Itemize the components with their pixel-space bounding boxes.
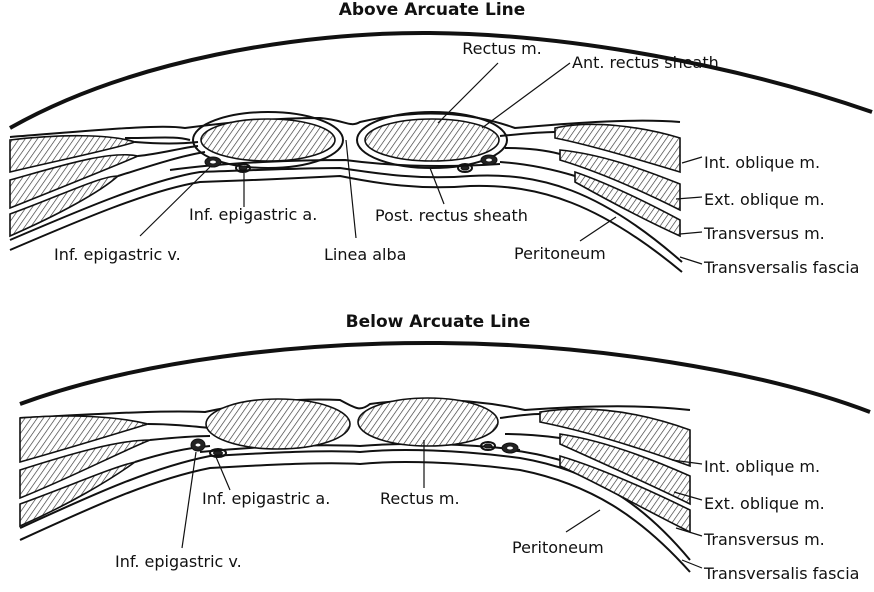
bottom-label-inf-epi-vein: Inf. epigastric v. xyxy=(115,552,242,571)
bottom-right-strand-2 xyxy=(505,434,560,438)
top-inf-epigastric-vein-left xyxy=(205,157,221,167)
top-label-linea-alba: Linea alba xyxy=(324,245,406,264)
top-right-strand-1 xyxy=(500,132,555,136)
top-left-rectus-muscle xyxy=(201,119,335,161)
bottom-inf-epigastric-vein-right xyxy=(502,443,518,453)
bottom-left-strand-1 xyxy=(148,424,210,428)
bottom-label-inf-epi-artery: Inf. epigastric a. xyxy=(202,489,330,508)
top-label-peritoneum: Peritoneum xyxy=(514,244,606,263)
top-leader-ant-sheath xyxy=(482,63,570,128)
bottom-label-transversalis: Transversalis fascia xyxy=(703,564,859,583)
top-anterior-fascia-2 xyxy=(125,138,190,141)
top-leader-transversus xyxy=(680,232,702,234)
top-panel-title: Above Arcuate Line xyxy=(339,0,526,20)
top-label-transversus: Transversus m. xyxy=(703,224,825,243)
bottom-leader-inf-epi-vein xyxy=(182,452,196,548)
bottom-inf-epigastric-vein-left xyxy=(191,439,205,451)
top-label-transversalis: Transversalis fascia xyxy=(703,258,859,277)
top-inf-epigastric-vein-right xyxy=(481,155,497,165)
top-leader-peritoneum xyxy=(580,217,616,241)
top-leader-transversalis xyxy=(680,257,702,264)
top-right-strand-2 xyxy=(505,148,560,154)
bottom-left-rectus-muscle xyxy=(206,399,350,449)
bottom-right-strand-1 xyxy=(500,414,540,418)
bottom-label-peritoneum: Peritoneum xyxy=(512,538,604,557)
bottom-right-rectus-muscle xyxy=(358,398,498,446)
top-label-int-oblique: Int. oblique m. xyxy=(704,153,820,172)
top-leader-linea-alba xyxy=(346,140,356,238)
bottom-label-rectus: Rectus m. xyxy=(380,489,460,508)
top-label-post-sheath: Post. rectus sheath xyxy=(375,206,528,225)
top-label-inf-epi-artery: Inf. epigastric a. xyxy=(189,205,317,224)
bottom-label-int-oblique: Int. oblique m. xyxy=(704,457,820,476)
bottom-leader-peritoneum xyxy=(566,510,600,532)
top-leader-post-sheath xyxy=(430,168,444,204)
top-label-ant-sheath: Ant. rectus sheath xyxy=(572,53,719,72)
top-panel: Above Arcuate Line xyxy=(10,0,872,277)
top-label-ext-oblique: Ext. oblique m. xyxy=(704,190,825,209)
bottom-panel: Below Arcuate Line xyxy=(20,312,870,583)
top-label-inf-epi-vein: Inf. epigastric v. xyxy=(54,245,181,264)
top-label-rectus: Rectus m. xyxy=(462,39,542,58)
bottom-panel-title: Below Arcuate Line xyxy=(346,312,531,332)
bottom-label-transversus: Transversus m. xyxy=(703,530,825,549)
top-left-strand-1 xyxy=(135,142,198,144)
top-right-strand-3 xyxy=(500,162,575,176)
top-leader-rectus xyxy=(438,63,498,123)
bottom-label-ext-oblique: Ext. oblique m. xyxy=(704,494,825,513)
top-leader-int-oblique xyxy=(682,157,702,163)
bottom-leader-inf-epi-artery xyxy=(216,457,230,490)
top-right-rectus-muscle xyxy=(365,119,499,161)
